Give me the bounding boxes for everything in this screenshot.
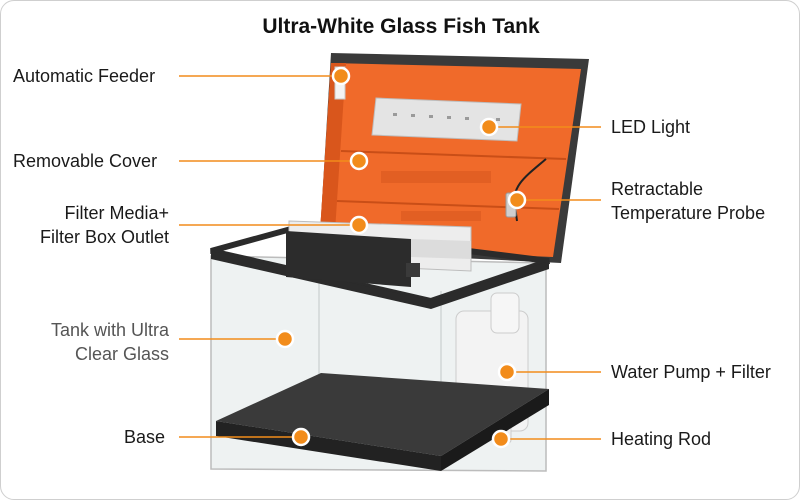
label-temperature-probe-line2: Temperature Probe bbox=[611, 203, 766, 223]
label-temperature-probe: Retractable Temperature Probe bbox=[611, 177, 765, 225]
label-water-pump: Water Pump + Filter bbox=[611, 362, 771, 382]
label-base: Base bbox=[124, 427, 166, 447]
diagram-title: Ultra-White Glass Fish Tank bbox=[262, 15, 540, 38]
label-automatic-feeder: Automatic Feeder bbox=[13, 66, 156, 86]
marker-tank-glass bbox=[275, 329, 295, 349]
label-tank-glass: Tank with Ultra Clear Glass bbox=[13, 318, 169, 366]
label-filter-media-line1: Filter Media+ bbox=[64, 203, 169, 223]
label-tank-glass-line1: Tank with Ultra bbox=[50, 320, 169, 340]
label-filter-media: Filter Media+ Filter Box Outlet bbox=[13, 201, 169, 249]
marker-automatic-feeder bbox=[331, 66, 351, 86]
leader-lines bbox=[179, 75, 601, 440]
label-tank-glass-line2: Clear Glass bbox=[74, 344, 169, 364]
label-temperature-probe-line1: Retractable bbox=[611, 179, 704, 199]
marker-led-light bbox=[479, 117, 499, 137]
led-light-panel bbox=[371, 97, 522, 142]
marker-heating-rod bbox=[491, 429, 511, 449]
filter-box-graphic bbox=[286, 220, 472, 287]
label-filter-media-line2: Filter Box Outlet bbox=[39, 227, 169, 247]
label-led-light: LED Light bbox=[611, 117, 691, 137]
label-removable-cover: Removable Cover bbox=[13, 151, 158, 171]
label-heating-rod: Heating Rod bbox=[611, 429, 712, 449]
base-graphic bbox=[216, 373, 549, 471]
marker-filter-media bbox=[349, 215, 369, 235]
marker-removable-cover bbox=[349, 151, 369, 171]
marker-base bbox=[291, 427, 311, 447]
marker-water-pump bbox=[497, 362, 517, 382]
marker-temperature-probe bbox=[507, 190, 527, 210]
